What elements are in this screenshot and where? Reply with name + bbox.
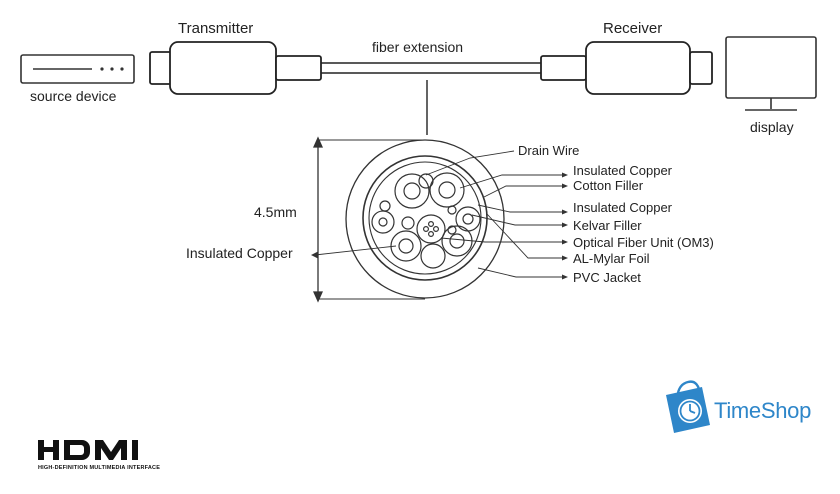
pvc-jacket-ring (345, 139, 505, 299)
source-device-icon (20, 54, 135, 84)
label-insulated-copper-2: Insulated Copper (573, 200, 673, 215)
hdmi-logo (38, 440, 138, 460)
cable-cross-section (345, 139, 505, 299)
receiver-label: Receiver (603, 20, 663, 37)
label-drain-wire: Drain Wire (518, 143, 580, 158)
leader-lines (425, 150, 564, 278)
diameter-dimension (312, 136, 425, 303)
label-cotton-filler: Cotton Filler (573, 178, 644, 193)
label-insulated-copper-1: Insulated Copper (573, 163, 673, 178)
timeshop-logo-icon (666, 380, 710, 433)
hdmi-subtitle: HIGH-DEFINITION MULTIMEDIA INTERFACE (38, 465, 161, 471)
left-insulated-copper-label: Insulated Copper (186, 245, 293, 261)
transmitter-label: Transmitter (178, 20, 254, 37)
label-optical-fiber-unit: Optical Fiber Unit (OM3) (573, 235, 714, 250)
transmitter-connector (149, 41, 322, 95)
leader-arrowheads (562, 172, 568, 280)
label-pvc-jacket: PVC Jacket (573, 270, 641, 285)
filler-ring (368, 161, 482, 275)
left-label-arrow (310, 245, 397, 259)
display-label: display (750, 119, 794, 135)
fiber-extension-cable (321, 62, 541, 135)
mylar-foil-ring (362, 155, 488, 281)
diameter-label: 4.5mm (254, 204, 297, 220)
fiber-extension-label: fiber extension (372, 39, 464, 55)
label-al-mylar-foil: AL-Mylar Foil (573, 251, 650, 266)
timeshop-wordmark: TimeShop (714, 398, 812, 423)
receiver-connector (540, 41, 713, 95)
source-device-label: source device (30, 88, 117, 104)
display-monitor-icon (725, 36, 817, 111)
label-kelvar-filler: Kelvar Filler (573, 218, 642, 233)
